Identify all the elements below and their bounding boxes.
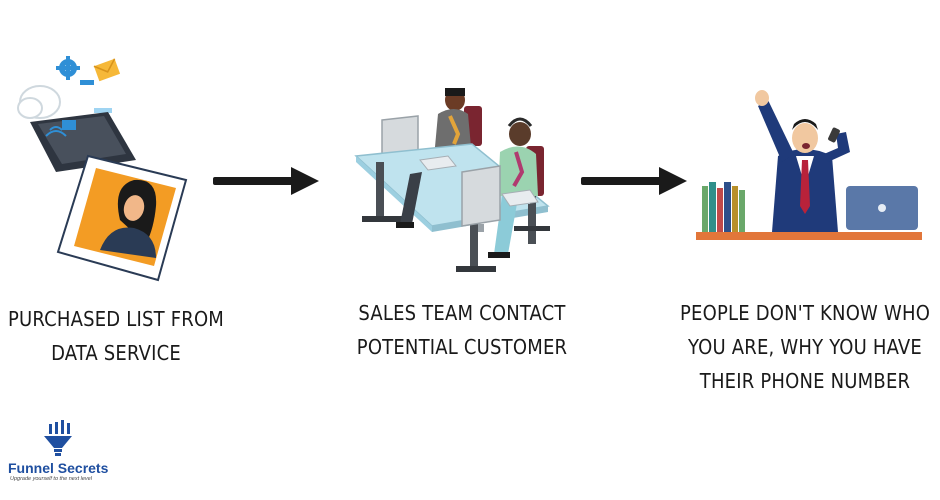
monitor-icon xyxy=(461,165,501,232)
laptop-icon xyxy=(846,186,918,230)
step-1-line-2: DATA SERVICE xyxy=(51,341,181,365)
sales-team-icon xyxy=(354,88,550,272)
funnel-logo-icon xyxy=(44,420,72,456)
phone-contact-card-icon xyxy=(17,56,188,282)
step-2-line-2: POTENTIAL CUSTOMER xyxy=(356,335,568,359)
contact-card-icon xyxy=(56,154,188,282)
funnel-secrets-logo: Funnel Secrets Upgrade yourself to the n… xyxy=(8,420,118,484)
step-3-line-1: PEOPLE DON'T KNOW WHO xyxy=(680,301,931,325)
logo-tagline: Upgrade yourself to the next level xyxy=(10,476,92,482)
logo-name: Funnel Secrets xyxy=(8,460,118,476)
books-icon xyxy=(702,182,745,232)
step-1-line-1: PURCHASED LIST FROM xyxy=(7,307,225,331)
logo-name-part-1: Funnel xyxy=(8,460,54,476)
arrow-right-icon xyxy=(213,167,319,195)
smartphone-icon xyxy=(30,112,136,172)
arrow-right-icon xyxy=(581,167,687,195)
step-3-line-3: THEIR PHONE NUMBER xyxy=(699,369,911,393)
step-2-line-1: SALES TEAM CONTACT xyxy=(358,301,566,325)
logo-name-part-2: Secrets xyxy=(57,460,109,476)
phone-icon xyxy=(828,127,840,143)
step-2-caption: SALES TEAM CONTACT POTENTIAL CUSTOMER xyxy=(350,296,574,364)
step-3-caption: PEOPLE DON'T KNOW WHO YOU ARE, WHY YOU H… xyxy=(680,296,930,398)
step-1-caption: PURCHASED LIST FROM DATA SERVICE xyxy=(0,302,232,370)
step-3-line-2: YOU ARE, WHY YOU HAVE xyxy=(688,335,922,359)
angry-businessman-icon xyxy=(696,90,922,240)
envelope-icon xyxy=(93,58,121,82)
gear-icon xyxy=(56,56,80,80)
cloud-icon xyxy=(17,85,61,119)
